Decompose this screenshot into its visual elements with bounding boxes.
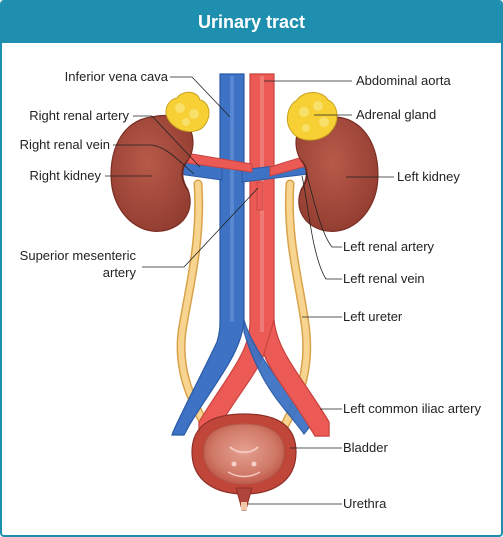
label-left-ureter: Left ureter [343, 309, 403, 324]
left-common-iliac-artery [263, 319, 330, 437]
label-right-renal-vein: Right renal vein [20, 137, 110, 152]
urethra [235, 487, 253, 511]
label-adrenal-gland: Adrenal gland [356, 107, 436, 122]
label-left-renal-vein: Left renal vein [343, 271, 425, 286]
label-superior-mesenteric-line2: artery [103, 265, 137, 280]
label-right-kidney: Right kidney [29, 168, 101, 183]
right-kidney [110, 114, 194, 232]
diagram-title: Urinary tract [2, 2, 501, 43]
label-abdominal-aorta: Abdominal aorta [356, 73, 451, 88]
label-superior-mesenteric-line1: Superior mesenteric [20, 248, 137, 263]
left-adrenal-gland [286, 92, 338, 141]
label-urethra: Urethra [343, 496, 387, 511]
superior-mesenteric-artery [256, 181, 264, 211]
leader-lines [105, 76, 394, 505]
bladder [191, 413, 297, 495]
label-left-common-iliac-artery: Left common iliac artery [343, 401, 481, 416]
right-adrenal-gland [165, 91, 210, 132]
label-bladder: Bladder [343, 440, 388, 455]
label-left-renal-artery: Left renal artery [343, 239, 435, 254]
label-right-renal-artery: Right renal artery [29, 108, 129, 123]
labels: Inferior vena cava Right renal artery Ri… [20, 69, 482, 511]
label-inferior-vena-cava: Inferior vena cava [65, 69, 169, 84]
label-left-kidney: Left kidney [397, 169, 460, 184]
